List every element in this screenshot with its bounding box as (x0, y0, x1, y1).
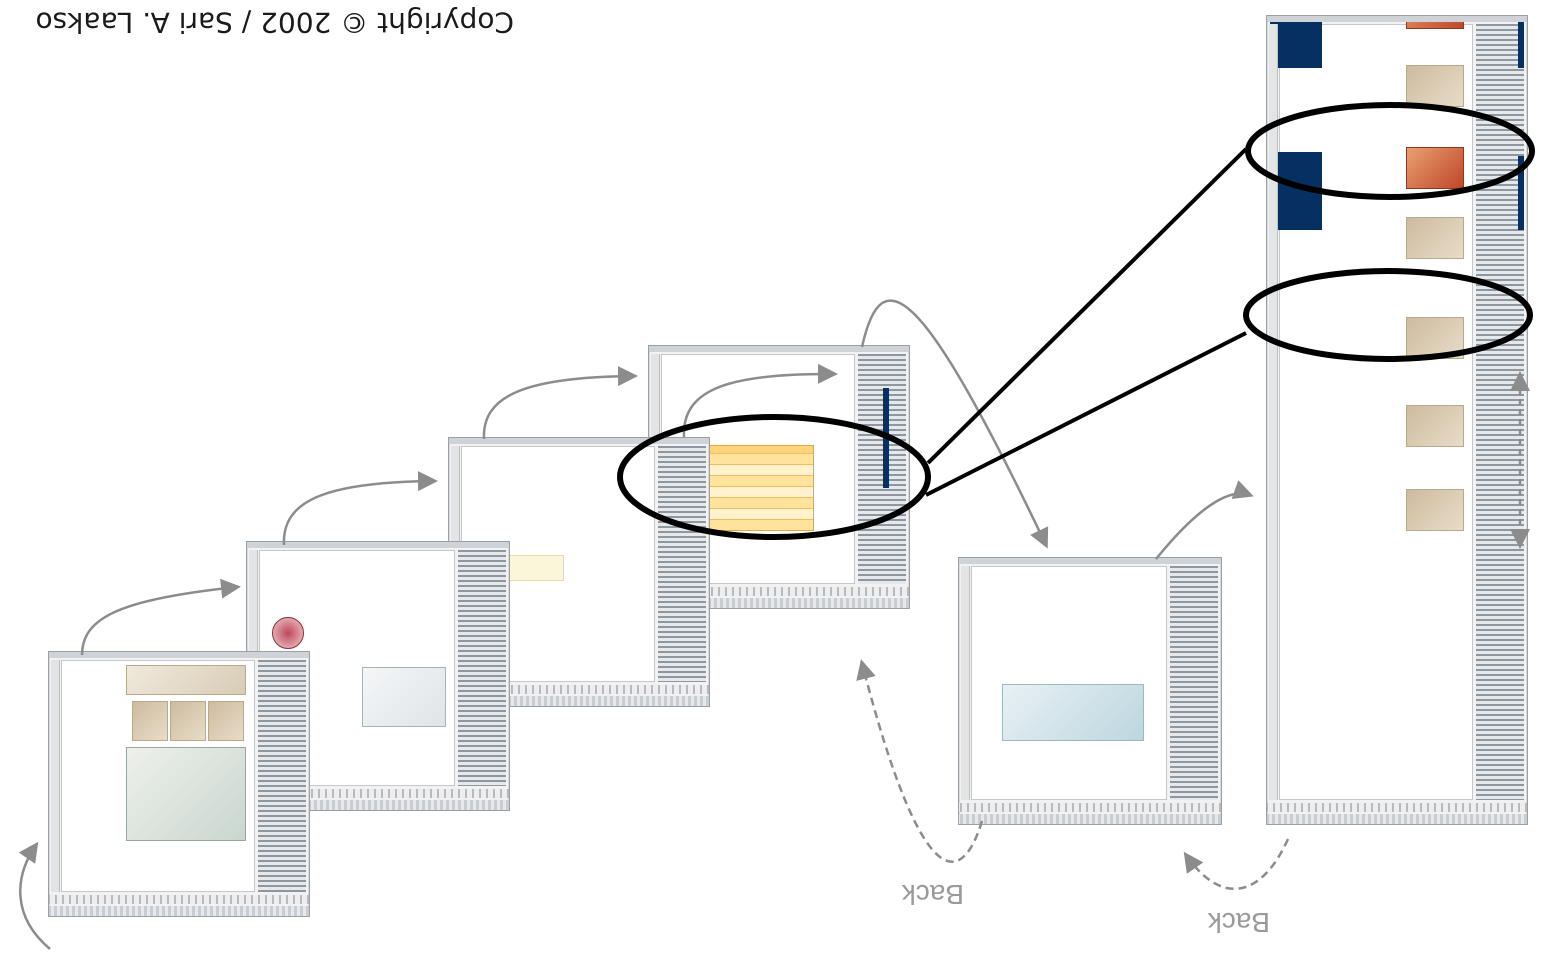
back-label-2: Back (1207, 907, 1270, 938)
forward-arrow (860, 299, 1049, 549)
entry-arrow (18, 841, 51, 950)
back-arrow (1183, 838, 1290, 891)
forward-arrow (482, 366, 638, 440)
forward-arrow (1155, 480, 1254, 560)
connector-line (926, 147, 1248, 465)
forward-arrow (80, 578, 241, 656)
highlight-ellipse (1243, 268, 1533, 362)
back-arrow (856, 659, 984, 863)
connector-line (925, 331, 1247, 497)
forward-arrow (682, 363, 838, 438)
highlight-ellipse (1245, 102, 1535, 200)
forward-arrow (282, 471, 438, 546)
back-label-1: Back (901, 879, 964, 910)
highlight-ellipse (617, 414, 931, 540)
